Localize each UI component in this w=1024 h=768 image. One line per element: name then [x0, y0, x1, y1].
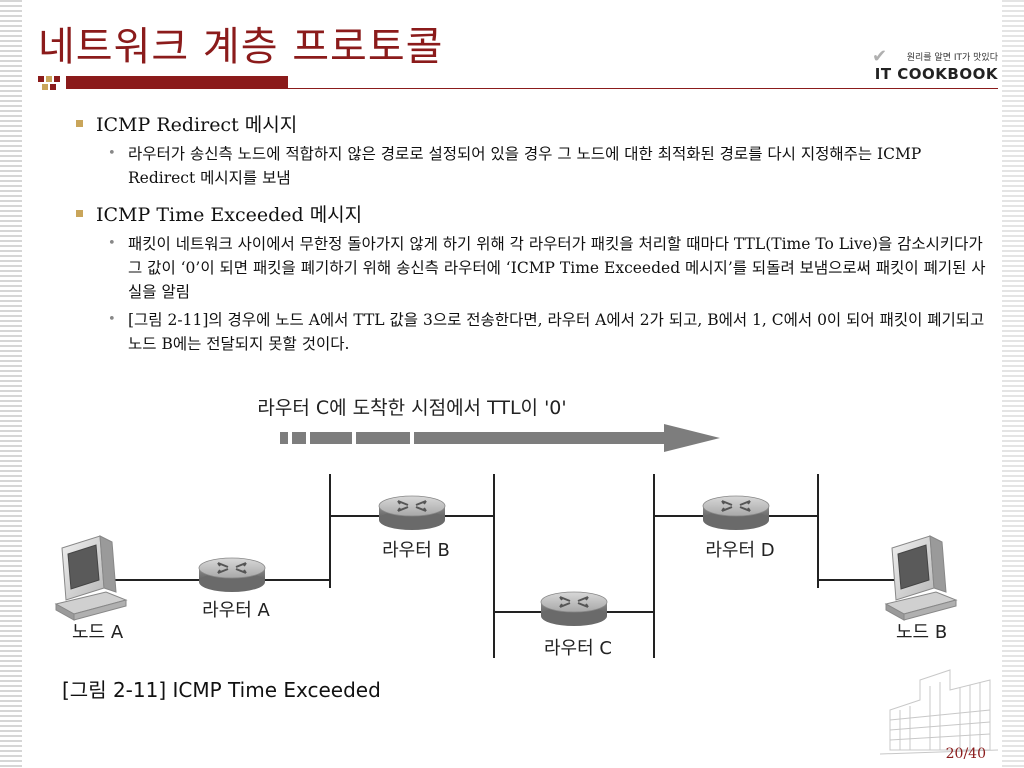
node-a-label: 노드 A	[72, 622, 124, 643]
logo-tagline: 원리를 알면 IT가 맛있다	[906, 53, 998, 63]
it-cookbook-logo: ✔ 원리를 알면 IT가 맛있다 IT COOKBOOK	[862, 46, 998, 86]
checkmark-icon: ✔	[872, 46, 888, 67]
router-b-label: 라우터 B	[382, 540, 450, 561]
slide-title: 네트워크 계층 프로토콜	[38, 24, 444, 70]
bullet-item: • 패킷이 네트워크 사이에서 무한정 돌아가지 않게 하기 위해 각 라우터가…	[76, 232, 986, 304]
router-d-icon	[702, 495, 770, 531]
bullet-item-text: 패킷이 네트워크 사이에서 무한정 돌아가지 않게 하기 위해 각 라우터가 패…	[128, 235, 986, 301]
square-bullet-icon	[76, 120, 83, 127]
section-heading-redirect: ICMP Redirect 메시지	[76, 112, 986, 138]
router-c-label: 라우터 C	[544, 638, 612, 659]
right-stripe-decoration	[1002, 0, 1024, 768]
dot-bullet-icon: •	[108, 312, 116, 327]
bullet-item: • [그림 2-11]의 경우에 노드 A에서 TTL 값을 3으로 전송한다면…	[76, 308, 986, 356]
node-b-computer-icon	[885, 535, 957, 621]
arrow-label: 라우터 C에 도착한 시점에서 TTL이 '0'	[257, 397, 566, 419]
router-c-icon	[540, 591, 608, 627]
node-a-computer-icon	[55, 535, 127, 621]
router-b-icon	[378, 495, 446, 531]
router-a-label: 라우터 A	[202, 600, 270, 621]
network-diagram: 라우터 C에 도착한 시점에서 TTL이 '0' 노드 A 노드 B 라우터 A…	[55, 397, 957, 659]
logo-name: IT COOKBOOK	[874, 65, 998, 83]
title-underline-rule	[288, 88, 998, 89]
slide-content: ICMP Redirect 메시지 • 라우터가 송신측 노드에 적합하지 않은…	[76, 112, 986, 360]
bullet-item-text: [그림 2-11]의 경우에 노드 A에서 TTL 값을 3으로 전송한다면, …	[128, 311, 985, 353]
title-decoration-icon	[38, 76, 60, 90]
bullet-item: • 라우터가 송신측 노드에 적합하지 않은 경로로 설정되어 있을 경우 그 …	[76, 142, 986, 190]
section-heading-time-exceeded: ICMP Time Exceeded 메시지	[76, 202, 986, 228]
dot-bullet-icon: •	[108, 146, 116, 161]
section-heading-text: ICMP Redirect 메시지	[96, 114, 298, 136]
page-number: 20/40	[945, 746, 986, 762]
building-sketch-watermark	[880, 669, 999, 755]
arrow-icon	[280, 424, 720, 452]
node-b-label: 노드 B	[896, 622, 947, 643]
square-bullet-icon	[76, 210, 83, 217]
bullet-item-text: 라우터가 송신측 노드에 적합하지 않은 경로로 설정되어 있을 경우 그 노드…	[128, 145, 922, 187]
router-d-label: 라우터 D	[705, 540, 774, 561]
router-a-icon	[198, 557, 266, 593]
dot-bullet-icon: •	[108, 236, 116, 251]
figure-caption: [그림 2-11] ICMP Time Exceeded	[62, 678, 381, 702]
section-heading-text: ICMP Time Exceeded 메시지	[96, 204, 363, 226]
title-underline-bar	[66, 76, 288, 89]
left-stripe-decoration	[0, 0, 22, 768]
